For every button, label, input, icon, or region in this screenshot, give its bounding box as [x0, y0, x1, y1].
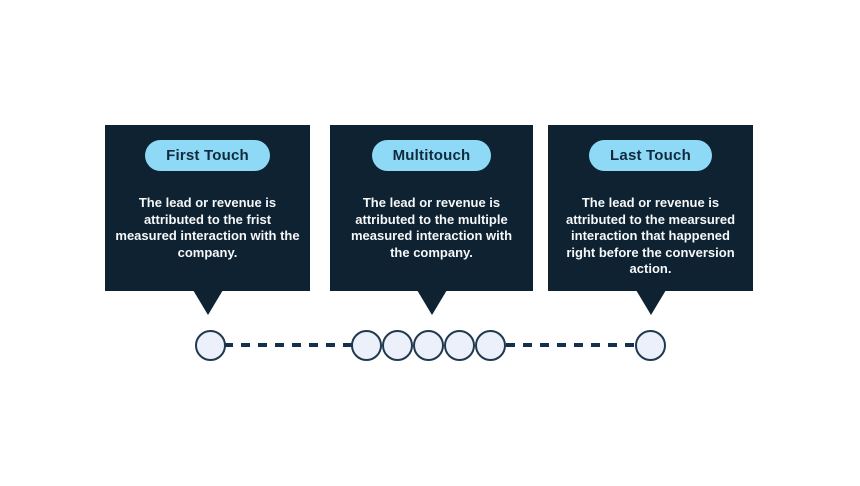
multitouch-nodes-circle: [444, 330, 475, 361]
multitouch-description: The lead or revenue is attributed to the…: [350, 195, 513, 260]
dashed-connector-right: [506, 343, 637, 347]
first-touch-description: The lead or revenue is attributed to the…: [115, 195, 300, 260]
dashed-connector-left: [224, 343, 353, 347]
card-multitouch: Multitouch The lead or revenue is attrib…: [330, 125, 533, 315]
last-touch-node-circle: [635, 330, 666, 361]
multitouch-pointer-arrow: [416, 290, 447, 315]
card-last-touch: Last Touch The lead or revenue is attrib…: [548, 125, 753, 315]
first-touch-pill: First Touch: [145, 140, 270, 171]
multitouch-nodes-circle: [382, 330, 413, 361]
multitouch-pill: Multitouch: [371, 140, 492, 171]
last-touch-pill: Last Touch: [589, 140, 712, 171]
multitouch-nodes-circle: [413, 330, 444, 361]
first-touch-node-circle: [195, 330, 226, 361]
last-touch-description: The lead or revenue is attributed to the…: [565, 195, 736, 276]
multitouch-nodes-circle: [475, 330, 506, 361]
last-touch-pointer-arrow: [635, 290, 666, 315]
card-first-touch: First Touch The lead or revenue is attri…: [105, 125, 310, 315]
first-touch-pointer-arrow: [192, 290, 223, 315]
multitouch-nodes-circle: [351, 330, 382, 361]
